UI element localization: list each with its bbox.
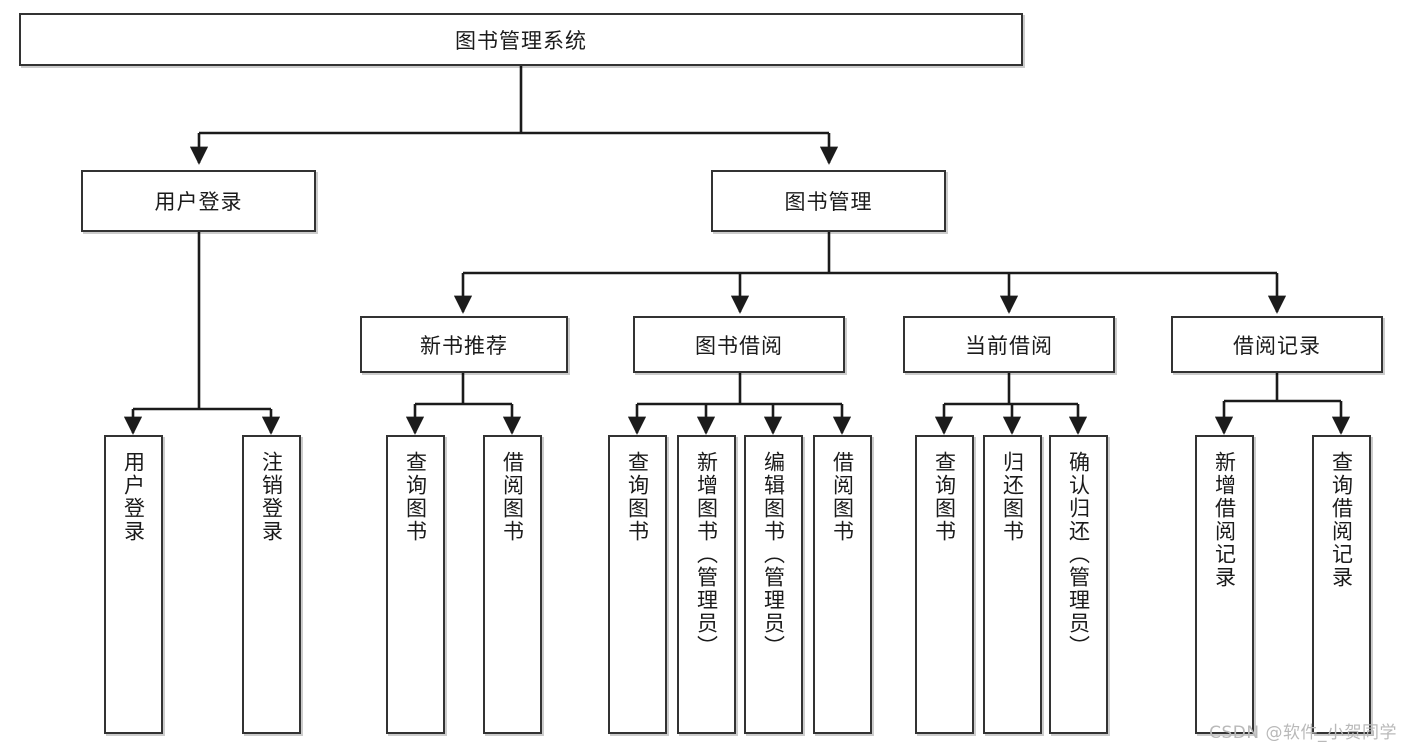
node-borrow-record[interactable]: 借阅记录	[1171, 316, 1383, 373]
node-new-book-recommend[interactable]: 新书推荐	[360, 316, 568, 373]
leaf-confirm-return-admin[interactable]: 确认归还（管理员）	[1049, 435, 1108, 734]
leaf-return-book-label: 归还图书	[1000, 451, 1025, 543]
leaf-logout[interactable]: 注销登录	[242, 435, 301, 734]
node-user-login-label: 用户登录	[154, 190, 243, 214]
edges	[123, 66, 1351, 435]
leaf-user-login[interactable]: 用户登录	[104, 435, 163, 734]
leaf-add-borrow-record[interactable]: 新增借阅记录	[1195, 435, 1254, 734]
leaf-edit-book-admin[interactable]: 编辑图书（管理员）	[744, 435, 803, 734]
node-current-borrow-label: 当前借阅	[965, 333, 1053, 358]
leaf-query-book-borrow-label: 查询图书	[625, 451, 650, 543]
leaf-borrow-book-borrow[interactable]: 借阅图书	[813, 435, 872, 734]
node-book-management-label: 图书管理	[784, 190, 873, 214]
leaf-add-book-admin-label: 新增图书（管理员）	[694, 451, 719, 658]
leaf-query-book-newbook[interactable]: 查询图书	[386, 435, 445, 734]
node-new-book-recommend-label: 新书推荐	[420, 333, 508, 358]
node-book-borrow[interactable]: 图书借阅	[633, 316, 845, 373]
leaf-query-book-current[interactable]: 查询图书	[915, 435, 974, 734]
leaf-query-book-current-label: 查询图书	[932, 451, 957, 543]
leaf-borrow-book-newbook[interactable]: 借阅图书	[483, 435, 542, 734]
node-current-borrow[interactable]: 当前借阅	[903, 316, 1115, 373]
node-root[interactable]: 图书管理系统	[19, 13, 1023, 66]
leaf-query-book-newbook-label: 查询图书	[403, 451, 428, 543]
node-book-management[interactable]: 图书管理	[711, 170, 946, 232]
node-borrow-record-label: 借阅记录	[1233, 333, 1321, 358]
node-book-borrow-label: 图书借阅	[695, 333, 783, 358]
node-user-login[interactable]: 用户登录	[81, 170, 316, 232]
leaf-logout-label: 注销登录	[259, 451, 284, 543]
leaf-add-book-admin[interactable]: 新增图书（管理员）	[677, 435, 736, 734]
node-root-label: 图书管理系统	[455, 28, 587, 53]
leaf-user-login-label: 用户登录	[121, 451, 146, 543]
leaf-borrow-book-borrow-label: 借阅图书	[830, 451, 855, 543]
leaf-borrow-book-newbook-label: 借阅图书	[500, 451, 525, 543]
leaf-edit-book-admin-label: 编辑图书（管理员）	[761, 451, 786, 658]
leaf-confirm-return-admin-label: 确认归还（管理员）	[1066, 451, 1091, 658]
leaf-return-book[interactable]: 归还图书	[983, 435, 1042, 734]
leaf-query-borrow-record-label: 查询借阅记录	[1329, 451, 1354, 589]
leaf-query-book-borrow[interactable]: 查询图书	[608, 435, 667, 734]
leaf-add-borrow-record-label: 新增借阅记录	[1212, 451, 1237, 589]
leaf-query-borrow-record[interactable]: 查询借阅记录	[1312, 435, 1371, 734]
